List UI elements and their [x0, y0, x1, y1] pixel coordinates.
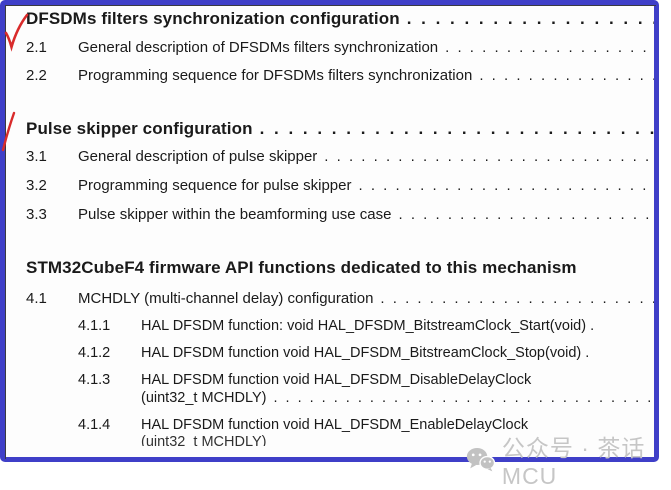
toc-heading-pulse-skipper[interactable]: Pulse skipper configuration [26, 119, 654, 139]
dot-leader [380, 290, 654, 307]
toc-entry-4-1-4-cont-clipped: (uint32_t MCHDLY) [26, 435, 654, 446]
dot-leader [324, 148, 654, 165]
dot-leader [273, 390, 654, 406]
dot-leader [445, 39, 654, 56]
toc-entry-number: 4.1.1 [78, 318, 111, 334]
dot-leader [358, 177, 654, 194]
toc-entry-number: 4.1.3 [78, 372, 111, 388]
toc-entry-label: Pulse skipper within the beamforming use… [78, 206, 392, 223]
dot-leader [399, 206, 655, 223]
toc-entry-4-1-3-cont[interactable]: (uint32_t MCHDLY) [26, 390, 654, 406]
toc-entry-3-2[interactable]: 3.2 Programming sequence for pulse skipp… [26, 177, 654, 194]
toc-entry-4-1-1[interactable]: 4.1.1 HAL DFSDM function: void HAL_DFSDM… [26, 318, 654, 334]
toc-entry-label: General description of DFSDMs filters sy… [78, 39, 439, 56]
wechat-icon [466, 448, 495, 472]
toc-entry-3-1[interactable]: 3.1 General description of pulse skipper [26, 148, 654, 165]
toc-page: DFSDMs filters synchronization configura… [5, 5, 656, 459]
toc-entry-number: 3.2 [26, 177, 47, 194]
toc-entry-4-1-2[interactable]: 4.1.2 HAL DFSDM function void HAL_DFSDM_… [26, 345, 654, 361]
toc-entry-label: General description of pulse skipper [78, 148, 318, 165]
toc-entry-number: 4.1 [26, 290, 47, 307]
toc-entry-number: 3.3 [26, 206, 47, 223]
toc-entry-label: (uint32_t MCHDLY) [141, 390, 267, 406]
toc-entry-number: 4.1.4 [78, 417, 111, 433]
toc-entry-label: MCHDLY (multi-channel delay) configurati… [78, 290, 374, 307]
toc-entry-number: 3.1 [26, 148, 47, 165]
toc-entry-4-1[interactable]: 4.1 MCHDLY (multi-channel delay) configu… [26, 290, 654, 307]
toc-entry-label: HAL DFSDM function: void HAL_DFSDM_Bitst… [141, 318, 595, 334]
dot-leader [260, 119, 654, 139]
toc-entry-4-1-3[interactable]: 4.1.3 HAL DFSDM function void HAL_DFSDM_… [26, 372, 654, 388]
toc-heading-label: Pulse skipper configuration [26, 119, 253, 138]
toc-entry-label: HAL DFSDM function void HAL_DFSDM_Bitstr… [141, 345, 590, 361]
toc-entry-4-1-4[interactable]: 4.1.4 HAL DFSDM function void HAL_DFSDM_… [26, 417, 654, 433]
toc-heading-label: DFSDMs filters synchronization configura… [26, 9, 400, 28]
toc-entry-2-1[interactable]: 2.1 General description of DFSDMs filter… [26, 39, 654, 56]
toc-entry-number: 2.1 [26, 39, 47, 56]
toc-entry-label: HAL DFSDM function void HAL_DFSDM_Disabl… [141, 372, 532, 388]
toc-entry-label: Programming sequence for DFSDMs filters … [78, 67, 473, 84]
dot-leader [407, 9, 654, 29]
toc-entry-3-3[interactable]: 3.3 Pulse skipper within the beamforming… [26, 206, 654, 223]
toc-entry-label: Programming sequence for pulse skipper [78, 177, 352, 194]
toc-entry-number: 2.2 [26, 67, 47, 84]
dot-leader [479, 67, 654, 84]
toc-entry-number: 4.1.2 [78, 345, 111, 361]
toc-entry-label: HAL DFSDM function void HAL_DFSDM_Enable… [141, 417, 529, 433]
toc-entry-label: (uint32_t MCHDLY) [141, 435, 267, 446]
toc-entry-2-2[interactable]: 2.2 Programming sequence for DFSDMs filt… [26, 67, 654, 84]
watermark-text: 公众号 · 茶话MCU [501, 435, 646, 489]
toc-heading-stm32cube-api[interactable]: STM32CubeF4 firmware API functions dedic… [26, 258, 654, 278]
toc-heading-dfsdm-sync[interactable]: DFSDMs filters synchronization configura… [26, 9, 654, 29]
watermark: 公众号 · 茶话MCU [466, 429, 671, 490]
toc-heading-label: STM32CubeF4 firmware API functions dedic… [26, 258, 577, 277]
